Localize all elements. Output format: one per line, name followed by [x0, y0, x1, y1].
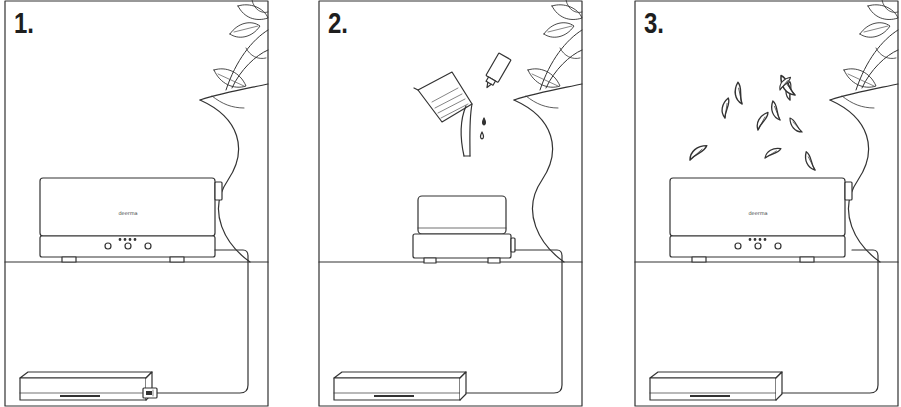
panel-number: 3. — [644, 8, 664, 38]
brand-text: deerma — [748, 211, 767, 216]
panel-number: 2. — [328, 8, 348, 38]
panel-number: 1. — [14, 8, 34, 38]
brand-text: deerma — [118, 211, 137, 216]
